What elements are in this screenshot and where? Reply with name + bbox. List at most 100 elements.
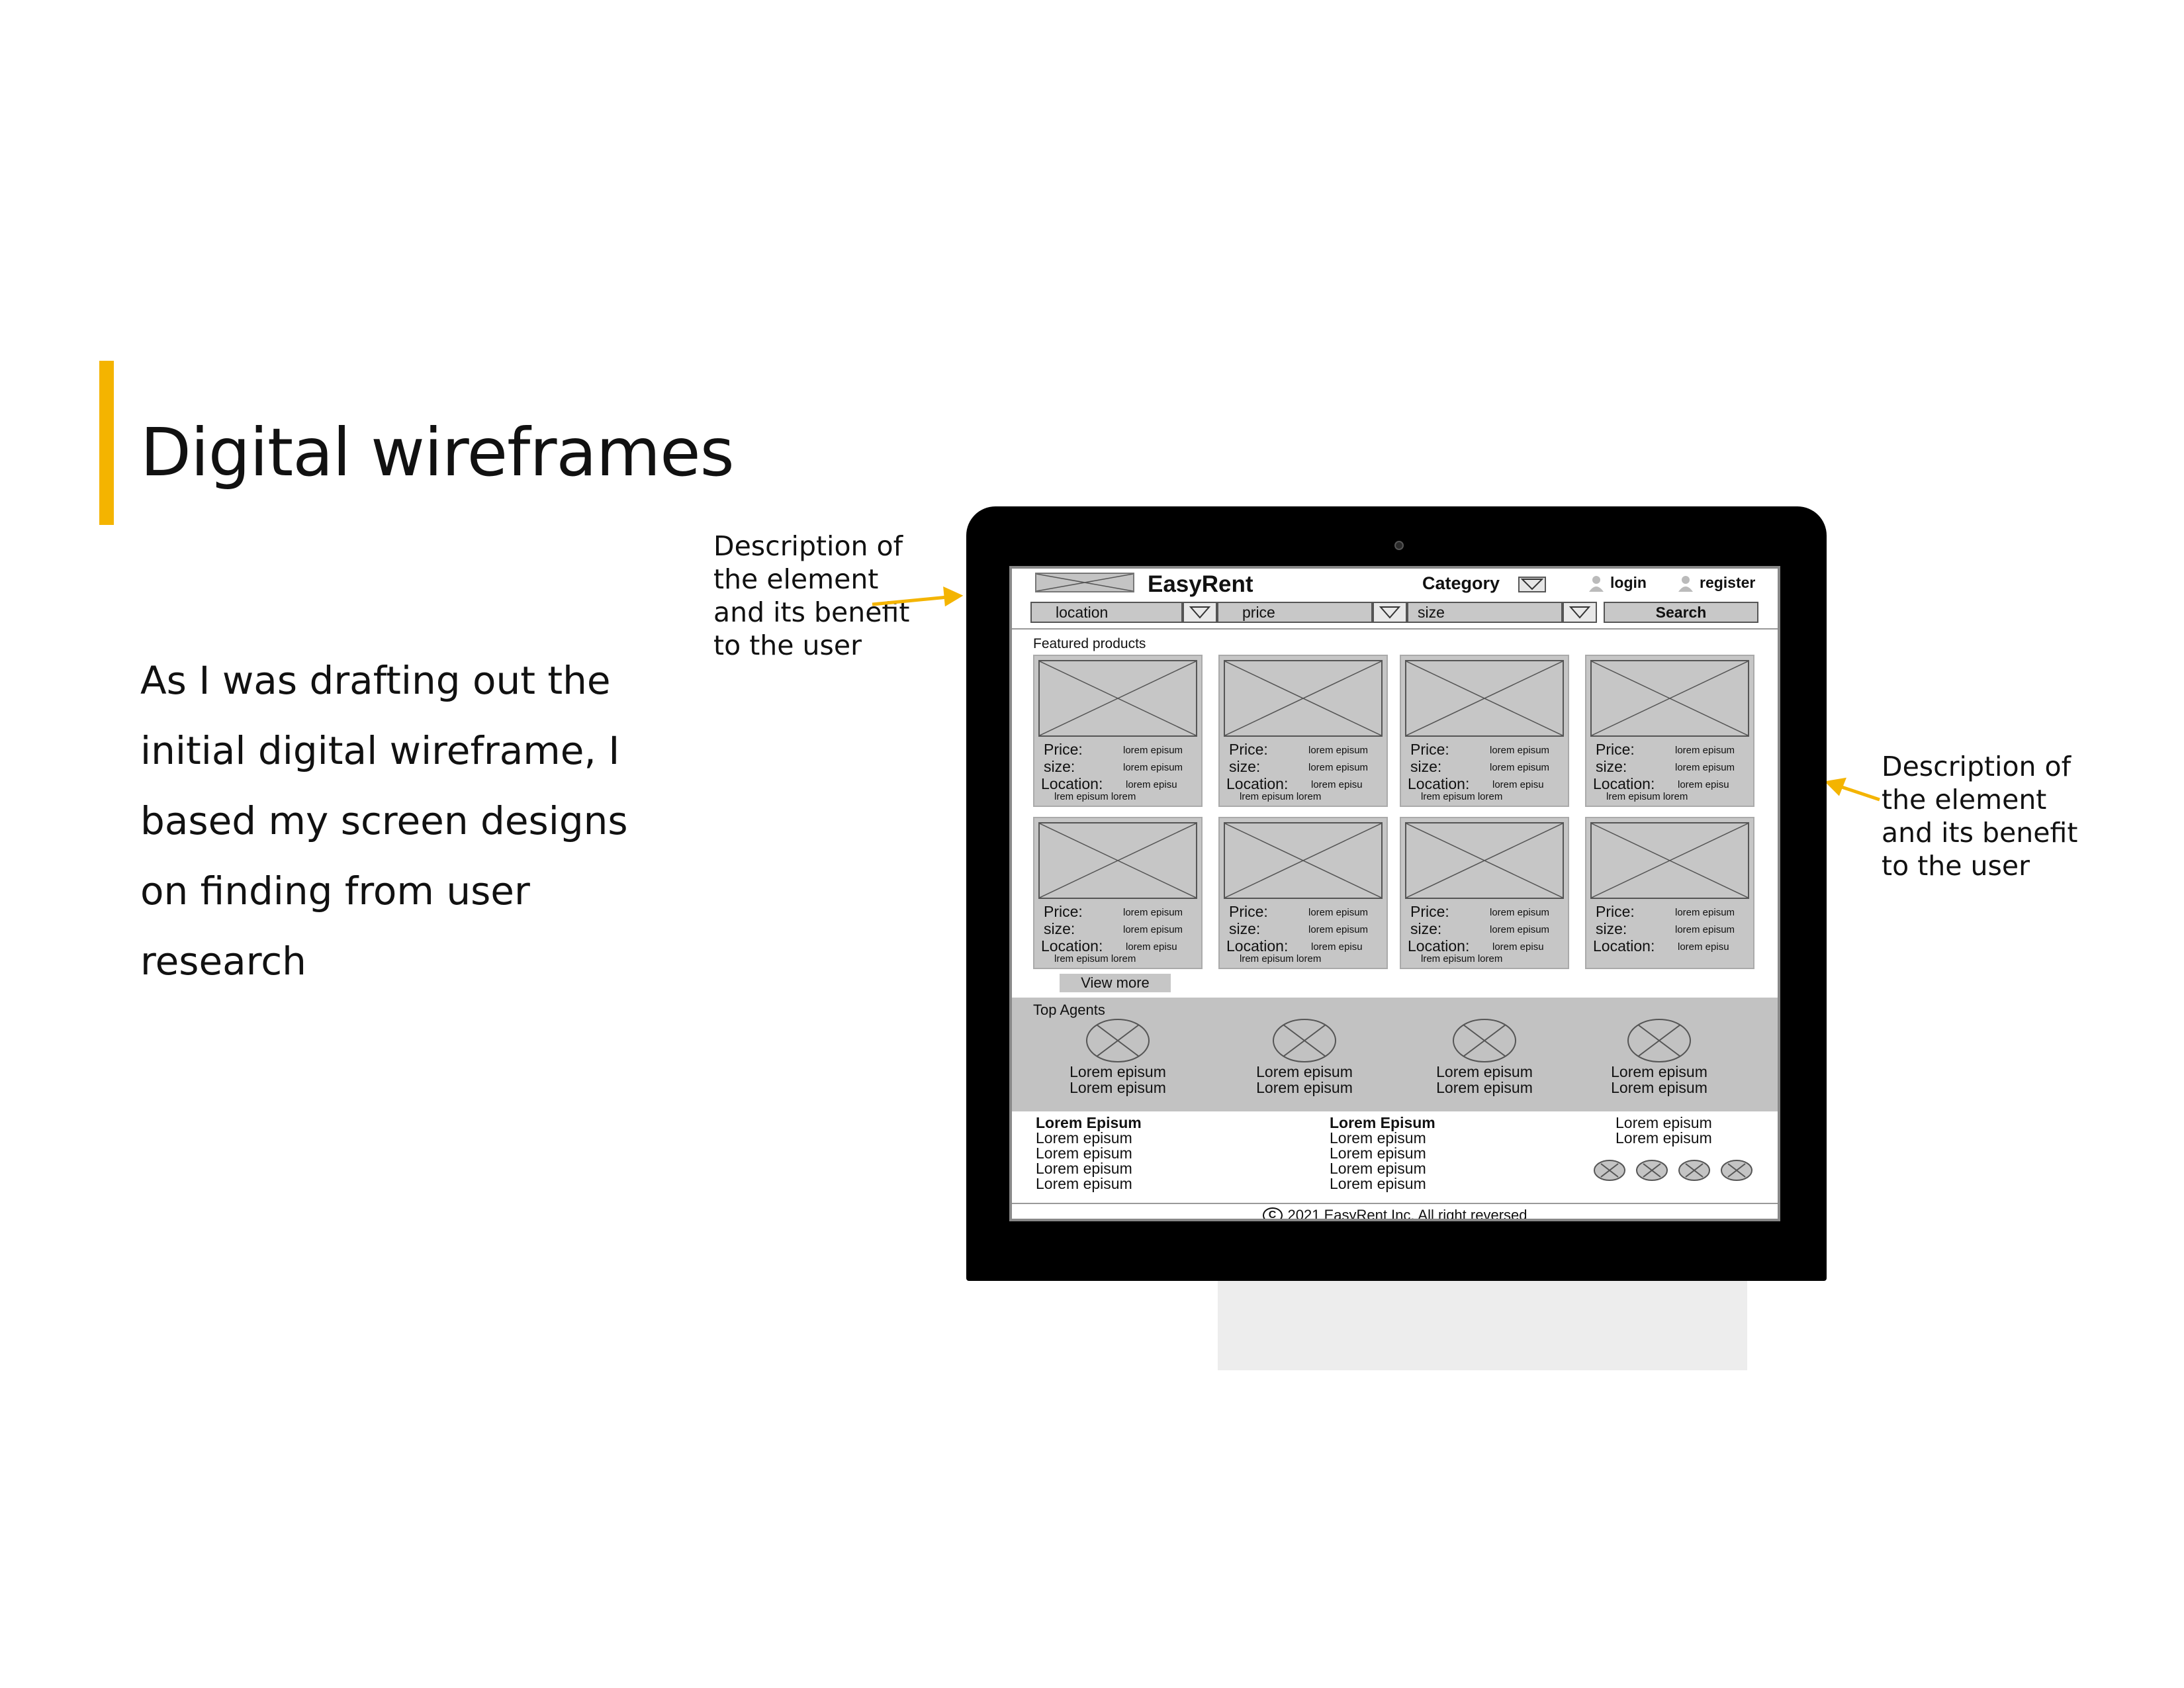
card-extra-text: lrem episum lorem [1240, 791, 1322, 802]
location-label: Location: [1593, 775, 1655, 792]
location-row: Location:lorem episu [1226, 937, 1380, 955]
placeholder-x-icon [1591, 661, 1749, 736]
size-value: lorem episum [1675, 924, 1735, 935]
social-placeholder-icon[interactable] [1678, 1159, 1711, 1182]
divider [1012, 628, 1778, 630]
card-extra-text: lrem episum lorem [1054, 953, 1136, 964]
wireframe-screen: EasyRent Category login register locatio… [1009, 566, 1780, 1221]
price-filter[interactable]: price [1217, 602, 1373, 623]
card-extra-text: lrem episum lorem [1421, 953, 1503, 964]
category-menu[interactable]: Category [1422, 573, 1500, 593]
location-row: Location:lorem episu [1408, 937, 1561, 955]
product-image-placeholder[interactable] [1590, 822, 1749, 899]
price-row: Price:lorem episum [1596, 903, 1749, 921]
register-label: register [1700, 574, 1756, 591]
size-value: lorem episum [1675, 762, 1735, 773]
footer-link[interactable]: Lorem episum [1330, 1129, 1426, 1147]
copyright-text: 2021 EasyRent Inc. All right reversed [1287, 1207, 1527, 1221]
footer-link[interactable]: Lorem episum [1036, 1160, 1132, 1177]
price-row: Price:lorem episum [1229, 741, 1383, 759]
placeholder-x-icon [1039, 823, 1197, 898]
social-placeholder-icon[interactable] [1635, 1159, 1668, 1182]
footer-link[interactable]: Lorem episum [1615, 1114, 1712, 1131]
product-image-placeholder[interactable] [1038, 660, 1197, 737]
price-row: Price:lorem episum [1410, 903, 1564, 921]
brand-name: EasyRent [1148, 571, 1253, 597]
register-link[interactable]: register [1677, 574, 1755, 592]
arrow-left-head-icon [943, 586, 964, 607]
location-filter[interactable]: location [1030, 602, 1183, 623]
price-dropdown-button[interactable] [1373, 602, 1407, 623]
product-image-placeholder[interactable] [1224, 822, 1383, 899]
agent-detail: Lorem episum [1069, 1079, 1166, 1096]
size-row: size: lorem episum [1410, 758, 1564, 776]
footer-link[interactable]: Lorem episum [1330, 1160, 1426, 1177]
location-label: Location: [1408, 775, 1470, 792]
footer-link[interactable]: Lorem episum [1615, 1129, 1712, 1147]
product-image-placeholder[interactable] [1590, 660, 1749, 737]
size-dropdown-button[interactable] [1563, 602, 1597, 623]
product-image-placeholder[interactable] [1405, 822, 1564, 899]
footer-link[interactable]: Lorem episum [1330, 1145, 1426, 1162]
view-more-button[interactable]: View more [1060, 974, 1171, 992]
size-value: lorem episum [1123, 924, 1183, 935]
product-image-placeholder[interactable] [1405, 660, 1564, 737]
location-value: lorem episu [1492, 779, 1544, 790]
price-value: lorem episum [1123, 907, 1183, 918]
product-image-placeholder[interactable] [1224, 660, 1383, 737]
size-value: lorem episum [1308, 924, 1369, 935]
category-dropdown-button[interactable] [1518, 577, 1546, 592]
chevron-down-icon [1379, 606, 1401, 619]
price-label: Price: [1229, 903, 1268, 920]
location-value: lorem episu [1492, 941, 1544, 953]
price-label: Price: [1596, 903, 1635, 920]
product-image-placeholder[interactable] [1038, 822, 1197, 899]
price-value: lorem episum [1308, 907, 1369, 918]
price-label: Price: [1044, 903, 1083, 920]
agent-detail: Lorem episum [1436, 1079, 1533, 1096]
logo-placeholder[interactable] [1035, 573, 1134, 592]
location-row: Location:lorem episu [1226, 775, 1380, 793]
social-placeholder-icon[interactable] [1593, 1159, 1626, 1182]
size-value: lorem episum [1490, 924, 1550, 935]
location-row: Location:lorem episu [1593, 775, 1747, 793]
search-button[interactable]: Search [1604, 602, 1758, 623]
size-label: size: [1410, 758, 1442, 775]
size-filter[interactable]: size [1407, 602, 1563, 623]
footer-link[interactable]: Lorem episum [1036, 1175, 1132, 1192]
size-value: lorem episum [1308, 762, 1369, 773]
footer-link[interactable]: Lorem episum [1036, 1145, 1132, 1162]
card-extra-text: lrem episum lorem [1054, 791, 1136, 802]
price-value: lorem episum [1308, 745, 1369, 756]
social-icons [1593, 1159, 1753, 1182]
footer-column-1: Lorem Episum Lorem episum Lorem episum L… [1036, 1115, 1142, 1192]
featured-products-heading: Featured products [1033, 636, 1146, 651]
size-value: lorem episum [1490, 762, 1550, 773]
size-label: size: [1229, 758, 1261, 775]
location-dropdown-button[interactable] [1183, 602, 1217, 623]
card-extra-text: lrem episum lorem [1606, 791, 1688, 802]
price-value: lorem episum [1490, 745, 1550, 756]
location-row: Location:lorem episu [1041, 937, 1195, 955]
chevron-down-icon [1569, 606, 1591, 619]
social-placeholder-icon[interactable] [1720, 1159, 1753, 1182]
price-row: Price: lorem episum [1044, 903, 1197, 921]
login-link[interactable]: login [1588, 574, 1647, 592]
price-row: Price:lorem episum [1044, 741, 1197, 759]
footer-link[interactable]: Lorem episum [1330, 1175, 1426, 1192]
footer-link[interactable]: Lorem episum [1036, 1129, 1132, 1147]
annotation-right: Description of the element and its benef… [1882, 751, 2078, 882]
placeholder-x-icon [1224, 823, 1382, 898]
